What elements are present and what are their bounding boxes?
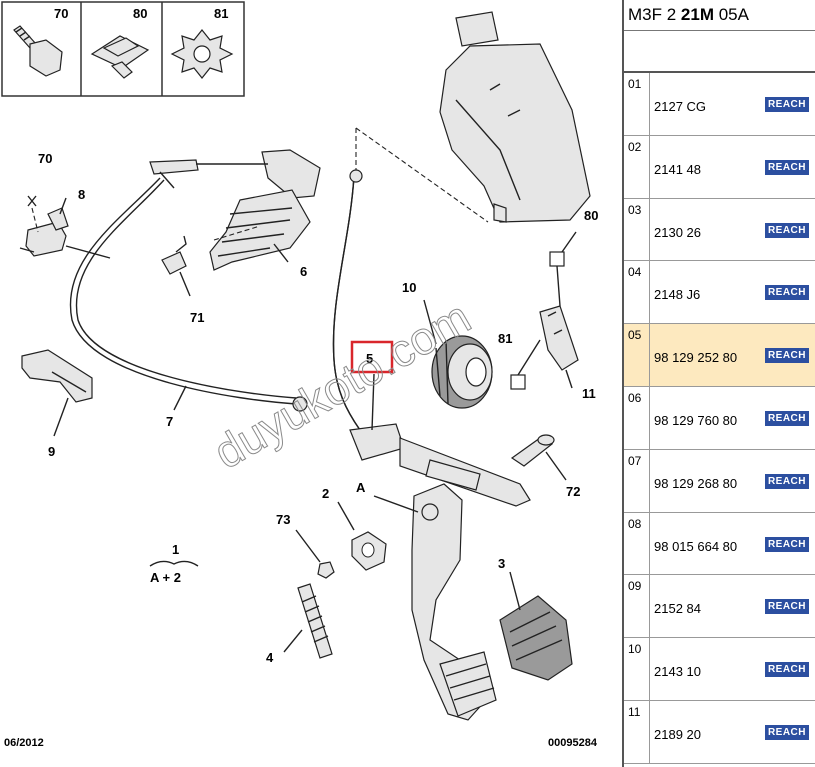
callout-11[interactable]: 11: [582, 386, 596, 401]
clutch-hose-5: [332, 169, 363, 431]
part-row-index: 03: [624, 198, 650, 261]
part-row-index: 10: [624, 638, 650, 700]
leader-lines: [53, 171, 573, 653]
callout-A[interactable]: A: [356, 480, 366, 495]
reach-badge[interactable]: REACH: [764, 410, 809, 426]
highlight-box-part-5: [350, 340, 394, 374]
part-reference[interactable]: 2148 J6: [654, 287, 701, 303]
part-row-index: 07: [624, 449, 650, 512]
parts-diagram: 70 80 81: [1, 1, 598, 749]
bolt-71: [161, 235, 187, 275]
diagram-code: 00095284: [548, 737, 598, 749]
reach-badge[interactable]: REACH: [764, 662, 809, 678]
spring-4: [297, 583, 333, 659]
clutch-pedal: [411, 483, 497, 721]
inset-label-81[interactable]: 81: [214, 6, 228, 21]
part-reference[interactable]: 2189 20: [654, 726, 701, 742]
callout-9[interactable]: 9: [48, 444, 55, 459]
part-reference[interactable]: 2141 48: [654, 161, 701, 177]
hydraulic-pipe-7: [69, 177, 297, 405]
part-reference[interactable]: 98 129 760 80: [654, 412, 738, 428]
callout-73[interactable]: 73: [276, 512, 290, 527]
callout-2[interactable]: 2: [322, 486, 329, 501]
reach-badge[interactable]: REACH: [764, 97, 809, 112]
reservoir-link-line: [355, 127, 489, 223]
part-reference[interactable]: 98 129 252 80: [654, 350, 738, 366]
part-row-index: 11: [624, 700, 650, 763]
pedal-pad-3: [499, 595, 573, 681]
legend-formula: A + 2: [150, 570, 181, 585]
inset-panel: 70 80 81: [1, 1, 245, 97]
part-row-index: 02: [624, 135, 650, 198]
inset-label-80[interactable]: 80: [133, 6, 147, 21]
star-nut-81-icon: [170, 29, 234, 79]
fluid-reservoir: [439, 11, 591, 223]
callout-5[interactable]: 5: [366, 351, 373, 366]
part-reference[interactable]: 2152 84: [654, 601, 701, 617]
part-row-index: 04: [624, 261, 650, 324]
reach-badge[interactable]: REACH: [764, 348, 809, 364]
reach-badge[interactable]: REACH: [764, 285, 809, 301]
assembly-legend: 1 A + 2: [149, 542, 199, 585]
inset-label-70[interactable]: 70: [54, 6, 68, 21]
callout-81[interactable]: 81: [498, 331, 512, 346]
part-reference[interactable]: 2127 CG: [654, 99, 707, 114]
cross-mark-70-icon: [27, 195, 37, 207]
reach-badge[interactable]: REACH: [764, 536, 809, 552]
nut-73: [317, 561, 335, 579]
part-row-01[interactable]: 01 2127 CG REACH: [624, 73, 815, 136]
reach-badge[interactable]: REACH: [764, 724, 809, 740]
panel-blank-row: [624, 31, 815, 73]
callout-3[interactable]: 3: [498, 556, 505, 571]
reach-badge[interactable]: REACH: [764, 159, 809, 175]
master-cylinder: [149, 149, 321, 271]
callout-7[interactable]: 7: [166, 414, 173, 429]
reach-badge[interactable]: REACH: [764, 473, 809, 489]
callout-72[interactable]: 72: [566, 484, 580, 499]
bolt-70-icon: [13, 25, 63, 77]
part-row-index: 08: [624, 512, 650, 575]
bolt-72: [510, 434, 555, 467]
callout-8[interactable]: 8: [78, 187, 85, 202]
part-row-index: 05: [624, 324, 650, 386]
callout-4[interactable]: 4: [266, 650, 274, 665]
clip-80-icon: [90, 35, 150, 79]
part-row-index: 06: [624, 386, 650, 449]
callout-6[interactable]: 6: [300, 264, 307, 279]
part-reference[interactable]: 2143 10: [654, 664, 701, 680]
bushing-2: [351, 531, 387, 571]
callout-71[interactable]: 71: [190, 310, 204, 325]
bracket-9: [21, 349, 93, 403]
dust-boot-10: [431, 335, 493, 409]
reach-badge[interactable]: REACH: [764, 222, 809, 238]
part-reference[interactable]: 98 015 664 80: [654, 538, 738, 554]
legend-number: 1: [172, 542, 179, 557]
callout-10[interactable]: 10: [402, 280, 416, 295]
bracket-8: [19, 207, 111, 259]
part-row-index: 09: [624, 575, 650, 638]
callout-70[interactable]: 70: [38, 151, 52, 166]
diagram-date: 06/2012: [4, 737, 44, 749]
part-row-index: 01: [624, 73, 650, 135]
part-reference[interactable]: 98 129 268 80: [654, 475, 738, 491]
bracket-11: [510, 231, 579, 390]
reach-badge[interactable]: REACH: [764, 599, 809, 615]
part-reference[interactable]: 2130 26: [654, 224, 701, 240]
slave-cylinder: [349, 423, 531, 507]
callout-80[interactable]: 80: [584, 208, 598, 223]
panel-title: M3F 2 21M 05A: [624, 0, 815, 31]
